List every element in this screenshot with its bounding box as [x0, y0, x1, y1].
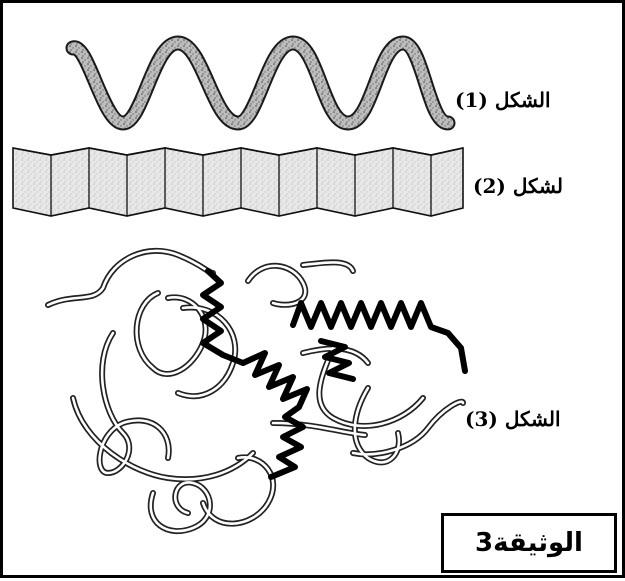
shape-3-label: الشكل (3)	[465, 407, 561, 431]
beta-sheet-icon	[13, 148, 463, 216]
alpha-helix-icon	[73, 43, 448, 123]
shape-1-label: الشكل (1)	[455, 88, 551, 112]
document-title: الوثيقة3	[475, 528, 583, 558]
document-title-box: الوثيقة3	[441, 513, 617, 573]
shape-2-label: لشكل (2)	[473, 174, 563, 198]
tertiary-protein-icon	[48, 251, 465, 531]
